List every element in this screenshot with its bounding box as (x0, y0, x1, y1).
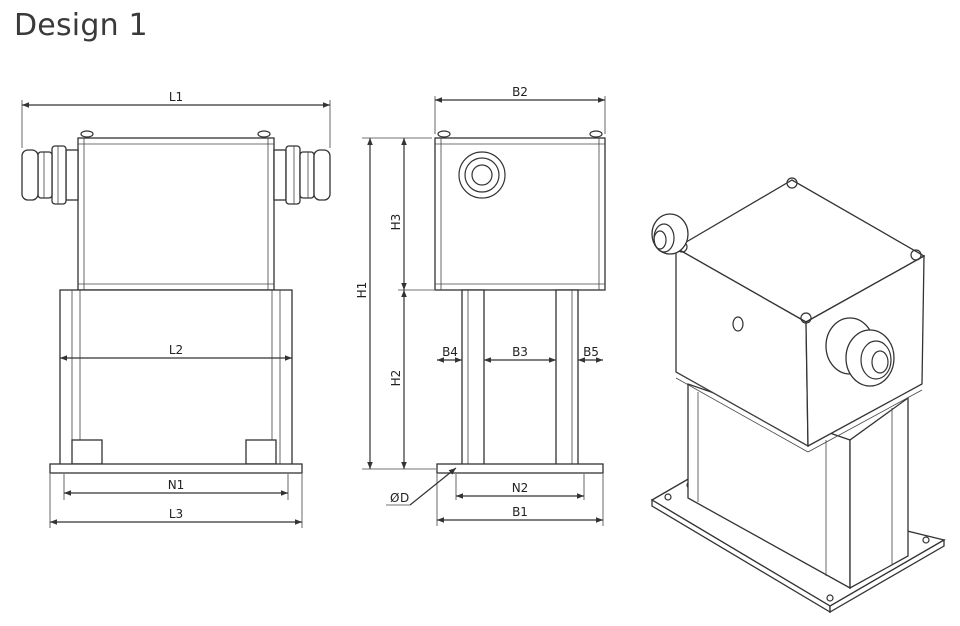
side-base-plate (436, 463, 604, 474)
side-box (434, 137, 606, 291)
side-cable-gland (458, 151, 506, 199)
side-view: B2 B4 B3 B5 H1 H3 H2 N2 B1 Ø D (355, 85, 606, 526)
dim-label-phi: Ø (390, 491, 399, 505)
right-cable-gland (273, 145, 331, 205)
dim-label-d: D (400, 491, 409, 505)
dim-label-h1: H1 (355, 282, 369, 299)
dim-label-b3: B3 (512, 345, 528, 359)
dim-label-h3: H3 (389, 214, 403, 231)
dim-label-b4: B4 (442, 345, 458, 359)
iso-right-cable-gland (825, 317, 895, 387)
dim-label-b5: B5 (583, 345, 599, 359)
dim-label-n1: N1 (168, 478, 185, 492)
dim-label-l3: L3 (169, 507, 183, 521)
dim-label-n2: N2 (512, 481, 529, 495)
dim-label-b2: B2 (512, 85, 528, 99)
dim-label-b1: B1 (512, 505, 528, 519)
front-view: L1 L2 N1 L3 (21, 90, 331, 528)
left-cable-gland (21, 145, 79, 205)
isometric-view (650, 177, 946, 614)
front-stand (59, 289, 293, 467)
dim-label-h2: H2 (389, 370, 403, 387)
front-base-plate (49, 463, 303, 474)
drawing-title: Design 1 (14, 8, 148, 43)
iso-left-cable-gland (651, 213, 689, 255)
dim-label-l2: L2 (169, 343, 183, 357)
dim-label-l1: L1 (169, 90, 183, 104)
front-box (77, 137, 275, 291)
